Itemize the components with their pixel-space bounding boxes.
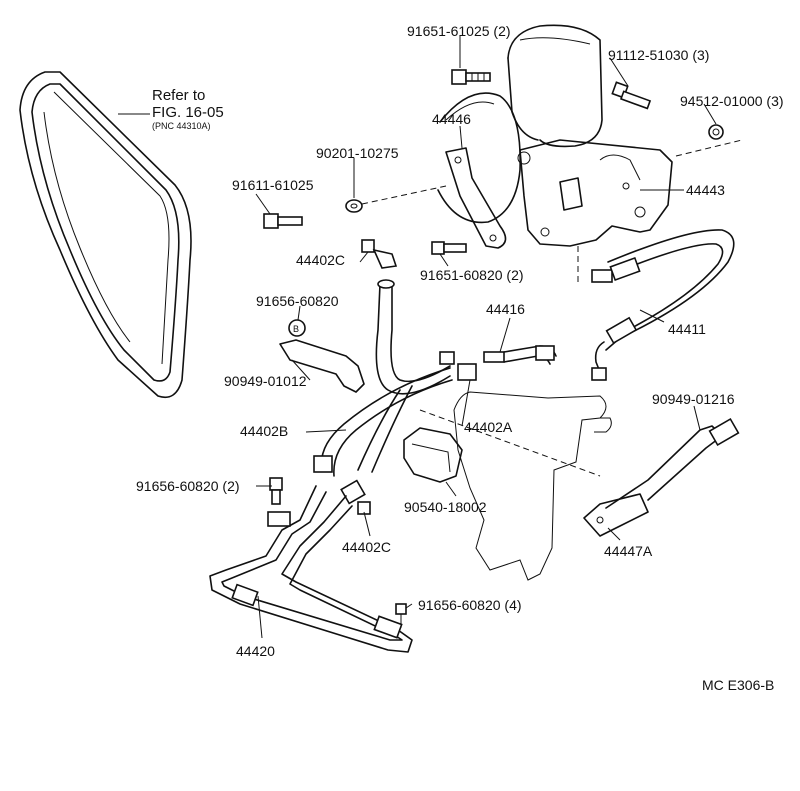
- bolt-91651-61025: [451, 69, 491, 85]
- cooler-tube: [209, 485, 413, 653]
- callout-44443: 44443: [686, 182, 725, 198]
- callout-44402c-lower: 44402C: [342, 539, 391, 555]
- callout-44402a: 44402A: [464, 419, 513, 435]
- hose-clamps: [269, 455, 371, 515]
- callout-91656-60820-2: 91656-60820 (2): [136, 478, 240, 494]
- leader-lines: [255, 36, 717, 639]
- reservoir-hose: [357, 279, 451, 473]
- callout-94512-01000: 94512-01000 (3): [680, 93, 784, 109]
- pressure-hose: [591, 229, 735, 381]
- bracket-90949-01012: B: [279, 319, 365, 393]
- callout-44420: 44420: [236, 643, 275, 659]
- clip-44402c-upper: [361, 239, 398, 269]
- washer-90201-10275: [345, 199, 363, 213]
- callout-44402c-upper: 44402C: [296, 252, 345, 268]
- figure-code: MC E306-B: [702, 677, 774, 693]
- callout-b-letter: B: [293, 324, 299, 334]
- pump-reservoir: [437, 24, 603, 249]
- callout-44416: 44416: [486, 301, 525, 317]
- callout-90201-10275: 90201-10275: [316, 145, 399, 161]
- bolt-91651-60820-upper: [431, 241, 467, 255]
- callout-44411: 44411: [668, 321, 706, 337]
- callout-91651-61025: 91651-61025 (2): [407, 23, 511, 39]
- callout-44446: 44446: [432, 111, 471, 127]
- belt-note-line1: Refer to: [152, 87, 205, 104]
- boot: [403, 427, 463, 483]
- gear-box-outline: [419, 391, 612, 581]
- belt-note-line2: FIG. 16-05: [152, 104, 224, 121]
- callout-91112-51030: 91112-51030 (3): [608, 47, 709, 63]
- return-hose-44402b: [320, 351, 477, 477]
- bracket-44447a: [583, 417, 740, 537]
- bolt-91112-51030: [611, 81, 652, 110]
- callout-90540-18002: 90540-18002: [404, 499, 487, 515]
- callout-44447a: 44447A: [604, 543, 653, 559]
- callout-91611-61025: 91611-61025: [232, 177, 314, 193]
- callout-44402b: 44402B: [240, 423, 288, 439]
- belt-note-line3: (PNC 44310A): [152, 121, 211, 131]
- bolt-91611-61025: [263, 213, 303, 229]
- callout-90949-01216: 90949-01216: [652, 391, 735, 407]
- callout-91656-60820-4: 91656-60820 (4): [418, 597, 522, 613]
- return-tube: [483, 345, 557, 365]
- nut-94512-01000: [708, 124, 724, 140]
- callout-91651-60820: 91651-60820 (2): [420, 267, 524, 283]
- callout-90949-01012: 90949-01012: [224, 373, 307, 389]
- drive-belt: [19, 71, 192, 399]
- pump-bracket: [517, 139, 673, 284]
- callout-91656-60820-b: 91656-60820: [256, 293, 339, 309]
